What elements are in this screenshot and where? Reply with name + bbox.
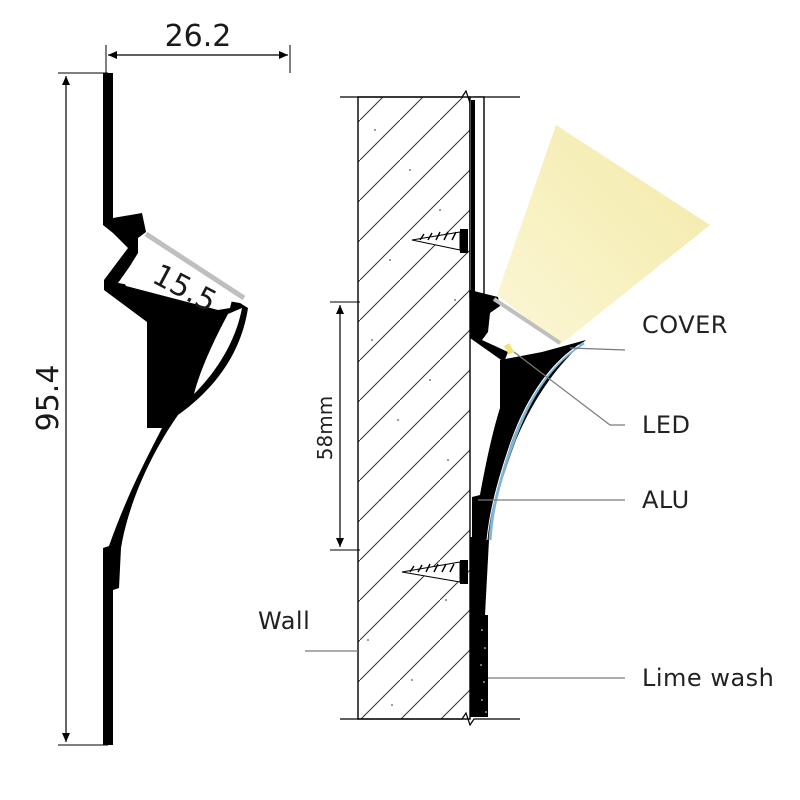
lime-wash-layer <box>478 615 488 717</box>
cover-lens <box>194 308 242 394</box>
wall-board-bottom <box>470 537 478 717</box>
alu-label: ALU <box>642 486 690 514</box>
profile-section: 26.2 95.4 15.5 <box>31 19 291 746</box>
spacing-dimension-label: 58mm <box>313 396 337 460</box>
diffuser-slot <box>123 238 233 310</box>
diffuser-line <box>144 231 246 301</box>
cover-edge <box>488 341 585 541</box>
installed-profile-body <box>472 340 586 615</box>
led-label: LED <box>642 411 691 439</box>
cover-edge-inner <box>486 344 580 541</box>
wall-texture <box>367 129 456 706</box>
screw-top <box>411 229 468 253</box>
screw-bottom <box>401 560 468 584</box>
installed-profile-lip <box>470 290 508 362</box>
installation-section: 58mm COVER LED ALU Wall Lime wash <box>258 89 774 727</box>
break-mark-bottom <box>340 711 520 727</box>
lime-wash-label: Lime wash <box>642 664 774 692</box>
light-beam <box>497 125 710 345</box>
cover-label: COVER <box>642 311 728 339</box>
aluminium-profile-shape <box>103 73 248 745</box>
height-dimension-label: 95.4 <box>31 365 66 432</box>
wall-label: Wall <box>258 607 310 635</box>
lime-wash-texture <box>478 149 487 713</box>
wall-block <box>357 96 471 720</box>
led-leader <box>513 351 625 426</box>
cover-leader <box>569 347 626 351</box>
installed-diffuser <box>492 297 562 345</box>
led-chip <box>503 343 515 355</box>
width-dimension-label: 26.2 <box>165 19 232 54</box>
